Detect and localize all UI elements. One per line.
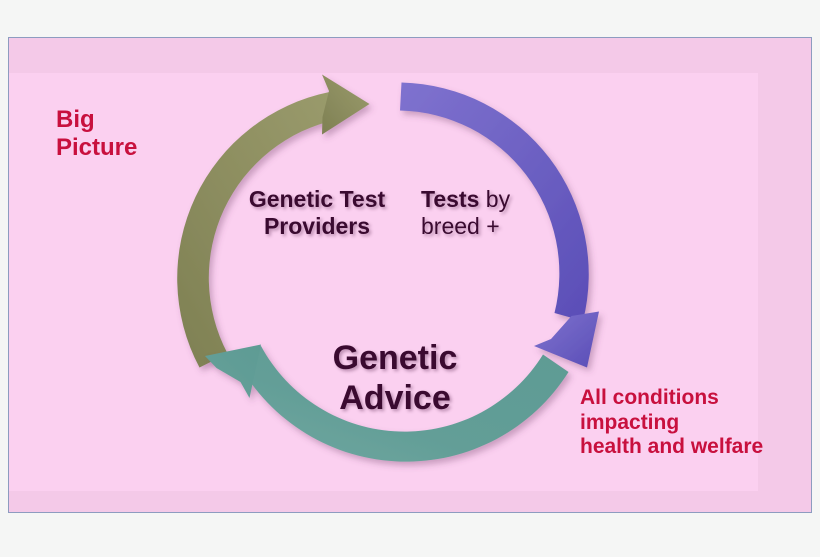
purple-arrow (400, 82, 599, 368)
slide-frame: Big Picture All conditions impacting hea… (8, 37, 812, 513)
tests-by-breed-label: Tests by breed + (421, 186, 611, 240)
tests-rest-text: by breed + (421, 186, 511, 239)
genetic-test-providers-label: Genetic Test Providers (248, 186, 386, 239)
cycle-arrow-diagram (177, 74, 599, 462)
genetic-advice-title: Genetic Advice (332, 339, 458, 418)
teal-arrow (205, 344, 569, 462)
inner-background-panel (9, 73, 758, 491)
all-conditions-label: All conditions impacting health and welf… (580, 386, 764, 459)
big-picture-label: Big Picture (56, 106, 138, 162)
tests-bold-word: Tests (421, 186, 480, 212)
olive-arrow (177, 74, 370, 368)
